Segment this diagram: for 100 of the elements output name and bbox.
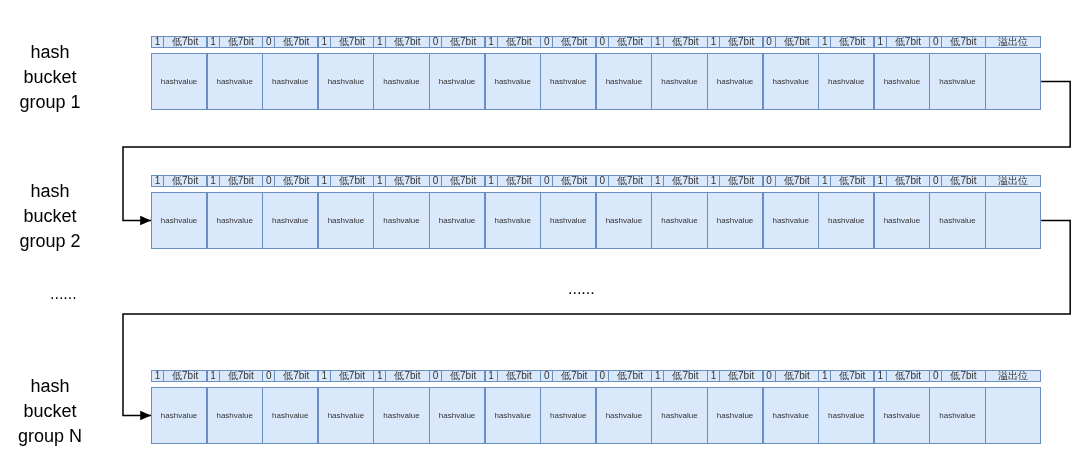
slot-cell [540, 53, 597, 110]
bit-value: 0 [263, 176, 276, 186]
bit-value: 0 [541, 37, 554, 47]
bit-value: 1 [652, 371, 665, 381]
header-field [651, 36, 708, 48]
bit-value: 1 [152, 37, 164, 47]
header-field [651, 175, 708, 187]
field-label: 低7bit [226, 37, 255, 47]
header-field [762, 175, 819, 187]
cell-text: hashvalue [327, 77, 365, 86]
header-field [429, 36, 486, 48]
slot-cell [206, 53, 263, 110]
cell-text: hashvalue [494, 77, 531, 86]
slot-cell [262, 53, 319, 110]
slot-cell [762, 53, 819, 110]
header-field [262, 175, 319, 187]
arrow [122, 80, 1071, 226]
field-label: 低7bit [449, 176, 478, 186]
header-field [373, 370, 430, 382]
field-label: 低7bit [838, 371, 867, 381]
slot-cell [373, 192, 430, 249]
cell-text: hashvalue [327, 411, 365, 420]
field-label: 低7bit [615, 176, 644, 186]
slot-cell [651, 192, 708, 249]
slot-cell [206, 192, 263, 249]
cell-text: hashvalue [160, 77, 198, 86]
cell-text: hashvalue [272, 216, 309, 225]
slot-cell [262, 387, 319, 444]
slot-cell [429, 192, 486, 249]
field-label: 低7bit [449, 371, 478, 381]
group-label: hash bucket group N [16, 375, 83, 448]
field-label: 低7bit [727, 176, 756, 186]
header-field [985, 36, 1042, 48]
header-field [151, 36, 208, 48]
header-field [818, 36, 875, 48]
header-field [762, 36, 819, 48]
ellipsis-text: ...... [50, 285, 77, 303]
overflow-pointer-cell [985, 53, 1042, 110]
cell-text: hashvalue [550, 216, 587, 225]
cell-text: hashvalue [494, 411, 531, 420]
cell-text: hashvalue [605, 77, 643, 86]
header-field [317, 175, 374, 187]
field-label: 低7bit [838, 37, 867, 47]
header-field [206, 370, 263, 382]
header-field [429, 175, 486, 187]
ellipsis-text: ...... [568, 280, 595, 298]
field-label: 溢出位 [997, 371, 1030, 381]
header-field [540, 36, 597, 48]
bit-value: 1 [318, 176, 331, 186]
bit-value: 0 [763, 176, 776, 186]
header-field [985, 370, 1042, 382]
field-label: 低7bit [560, 176, 589, 186]
cell-text: hashvalue [550, 411, 587, 420]
slot-cell [873, 53, 930, 110]
cell-text: hashvalue [883, 216, 921, 225]
bit-value: 1 [819, 37, 832, 47]
slot-cell [373, 53, 430, 110]
bit-value: 1 [819, 176, 832, 186]
arrow [122, 219, 1071, 421]
cell-text: hashvalue [383, 77, 420, 86]
field-label: 低7bit [504, 37, 533, 47]
bit-value: 0 [541, 371, 554, 381]
field-label: 低7bit [615, 371, 644, 381]
header-field [317, 370, 374, 382]
bit-value: 1 [374, 37, 387, 47]
slot-cell [707, 387, 764, 444]
slot-cell [317, 192, 374, 249]
header-field [373, 36, 430, 48]
slot-cell [317, 53, 374, 110]
group-label: hash bucket group 2 [18, 180, 82, 253]
slot-cell [873, 387, 930, 444]
cell-text: hashvalue [772, 411, 809, 420]
slot-cell [373, 387, 430, 444]
bit-value: 1 [207, 37, 220, 47]
slot-cell [707, 192, 764, 249]
bit-value: 0 [430, 37, 442, 47]
header-field [317, 36, 374, 48]
bit-value: 0 [596, 371, 609, 381]
header-field [929, 36, 986, 48]
header-field [540, 175, 597, 187]
header-field [651, 370, 708, 382]
slot-cell [206, 387, 263, 444]
slot-cell [429, 53, 486, 110]
field-label: 溢出位 [997, 37, 1030, 47]
cell-text: hashvalue [272, 411, 309, 420]
bit-value: 1 [374, 371, 387, 381]
field-label: 低7bit [504, 371, 533, 381]
header-field [707, 370, 764, 382]
header-field [985, 175, 1042, 187]
field-label: 低7bit [671, 176, 700, 186]
slot-cell [595, 192, 652, 249]
field-label: 低7bit [671, 37, 700, 47]
bit-value: 1 [874, 37, 887, 47]
field-label: 低7bit [949, 371, 978, 381]
slot-cell [484, 53, 541, 110]
field-label: 低7bit [560, 371, 589, 381]
cell-text: hashvalue [438, 216, 476, 225]
header-field [707, 36, 764, 48]
field-label: 低7bit [226, 371, 255, 381]
bit-value: 1 [485, 371, 498, 381]
